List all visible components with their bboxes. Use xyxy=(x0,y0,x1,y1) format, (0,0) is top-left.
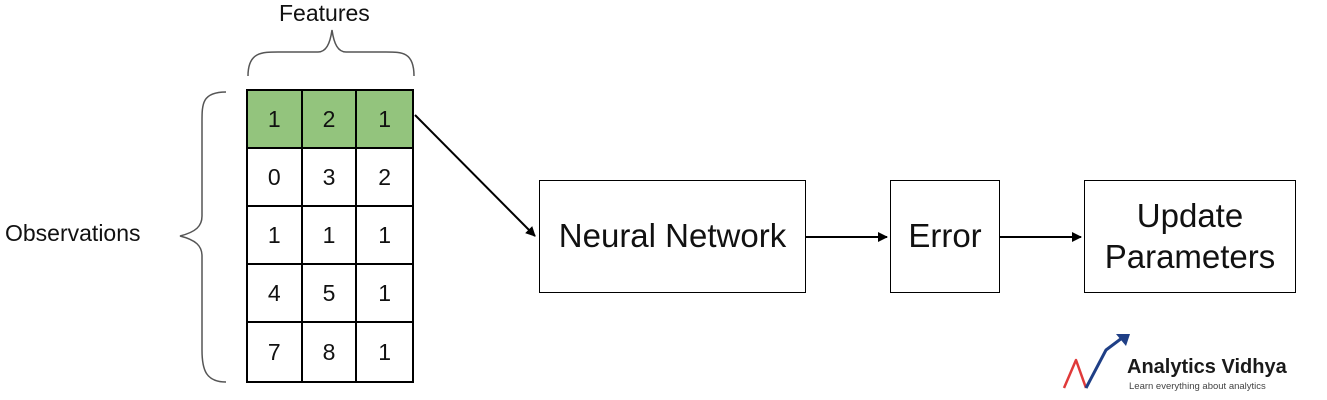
matrix-cell: 8 xyxy=(303,323,358,381)
matrix-cell: 2 xyxy=(357,149,412,207)
matrix-cell: 1 xyxy=(248,91,303,149)
row-to-network-arrow xyxy=(414,114,536,237)
matrix-cell: 1 xyxy=(357,265,412,323)
observations-brace xyxy=(179,91,227,383)
features-label: Features xyxy=(279,0,370,26)
matrix-cell: 5 xyxy=(302,265,358,323)
matrix-cell: 3 xyxy=(302,149,358,207)
features-brace xyxy=(247,29,415,77)
matrix-cell: 7 xyxy=(248,323,303,381)
update-parameters-box: Update Parameters xyxy=(1084,180,1296,293)
neural-network-box: Neural Network xyxy=(539,180,806,293)
observations-label: Observations xyxy=(5,220,141,246)
matrix-cell: 4 xyxy=(248,265,303,323)
error-label: Error xyxy=(908,217,982,255)
matrix-cell: 1 xyxy=(302,207,358,265)
logo-tagline: Learn everything about analytics xyxy=(1129,381,1266,392)
matrix-cell: 1 xyxy=(378,338,392,365)
data-matrix: 1 2 1 0 3 2 1 1 1 4 5 1 7 8 1 xyxy=(246,89,414,383)
analytics-vidhya-logo-icon xyxy=(1062,334,1130,389)
neural-network-label: Neural Network xyxy=(558,217,787,255)
matrix-cell: 1 xyxy=(248,207,303,265)
update-label-line1: Update xyxy=(1136,197,1244,235)
matrix-cell: 1 xyxy=(357,207,412,265)
matrix-cell: 1 xyxy=(357,91,412,149)
error-box: Error xyxy=(890,180,1000,293)
update-label-line2: Parameters xyxy=(1104,237,1276,275)
matrix-cell: 2 xyxy=(302,91,358,149)
logo-title: Analytics Vidhya xyxy=(1127,356,1287,378)
matrix-cell: 0 xyxy=(248,149,303,207)
